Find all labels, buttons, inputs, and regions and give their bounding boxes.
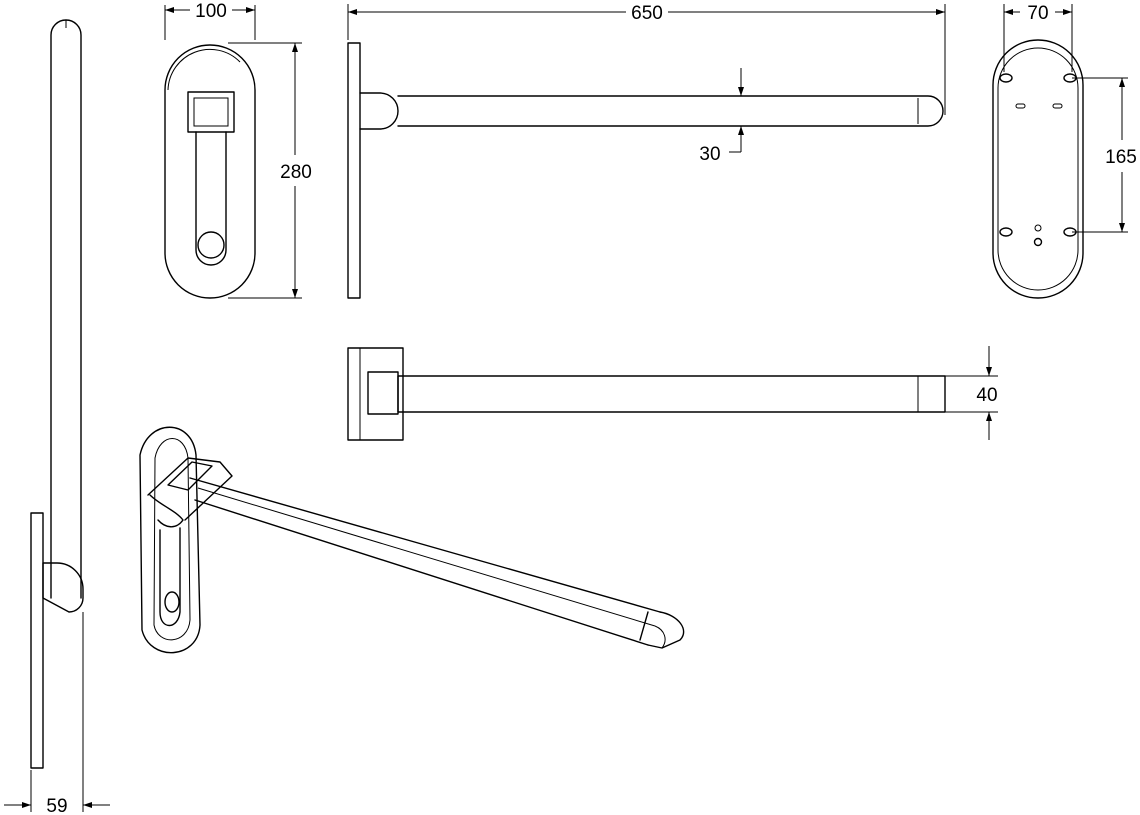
plate-outline	[164, 44, 256, 299]
bar-side-view: 650 30	[347, 3, 946, 299]
wall-plate-edge	[347, 42, 361, 299]
slot	[1015, 103, 1026, 109]
bar-end-cap	[197, 231, 225, 259]
iso-wall-plate	[139, 426, 201, 654]
mount-hole	[999, 73, 1013, 83]
folded-bar-side	[50, 19, 82, 599]
dim-100: 100	[195, 1, 227, 22]
folded-bar-front	[195, 131, 227, 266]
side-elevation-view: 59	[4, 19, 110, 815]
iso-hinge	[147, 457, 233, 521]
dim-30: 30	[699, 144, 720, 165]
hinge-profile	[359, 92, 399, 130]
isometric-view	[139, 426, 685, 654]
hinge-housing	[187, 91, 235, 133]
dim-280: 280	[280, 162, 312, 183]
dim-165: 165	[1105, 147, 1137, 168]
bar-tube-side	[397, 95, 944, 127]
screw-hole	[1034, 224, 1042, 232]
hinge-plan	[367, 371, 399, 415]
dim-40: 40	[976, 385, 997, 406]
iso-bar-bottom-edge	[194, 499, 649, 646]
screw-hole	[1033, 237, 1043, 247]
wall-plate-plan	[347, 347, 404, 441]
wall-plate-side	[30, 512, 44, 769]
back-plate-view: 70 165	[992, 3, 1137, 299]
bar-tube-plan	[397, 375, 946, 413]
slot	[1052, 103, 1063, 109]
dim-59: 59	[46, 796, 67, 815]
iso-bar-end-cap	[647, 611, 685, 649]
plate-front-view: 100 280	[164, 1, 312, 299]
iso-slot	[159, 527, 181, 627]
hinge-block-side	[42, 562, 84, 613]
dim-70: 70	[1027, 3, 1048, 24]
dim-650: 650	[631, 3, 663, 24]
mount-hole	[999, 227, 1013, 237]
back-plate-outline	[992, 39, 1084, 299]
plan-view: 40	[347, 346, 998, 441]
iso-bar-top-edge	[189, 477, 661, 613]
